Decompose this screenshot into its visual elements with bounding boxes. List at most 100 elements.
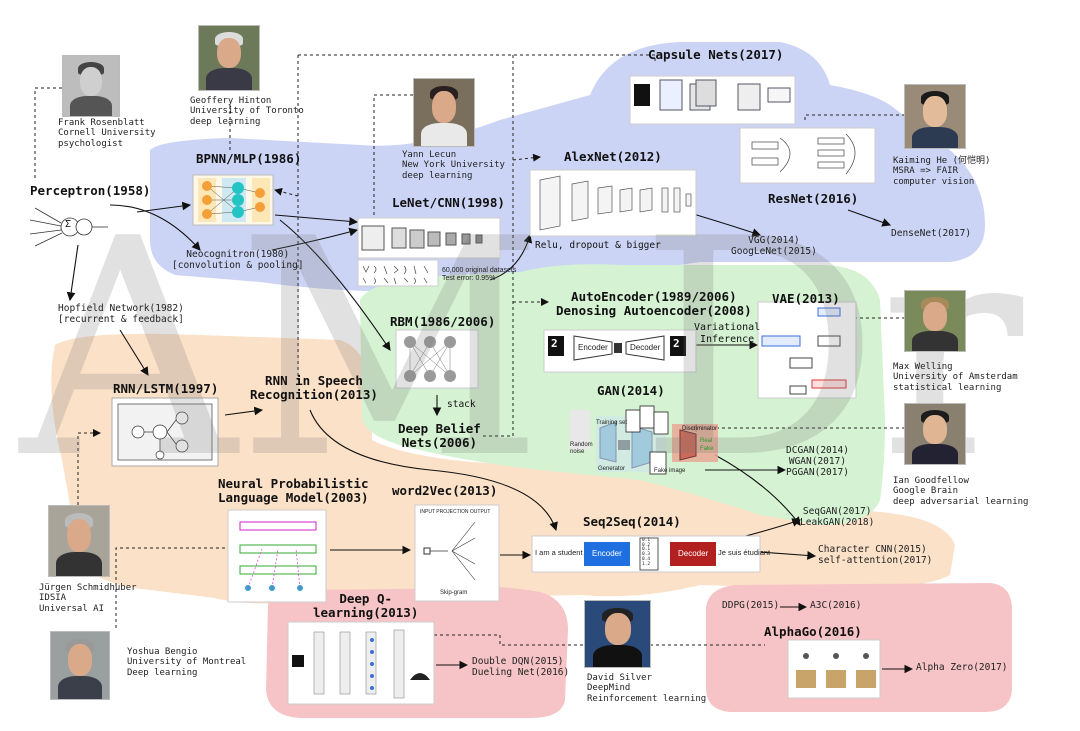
node-dbn: Deep Belief Nets(2006) bbox=[398, 421, 481, 451]
node-lenet: LeNet/CNN(1998) bbox=[392, 195, 505, 210]
region-green-unsupervised bbox=[360, 264, 885, 525]
link-he bbox=[804, 114, 905, 122]
arrow-hopfield-rnn bbox=[119, 329, 149, 376]
node-vgg: VGG(2014) GoogLeNet(2015) bbox=[731, 235, 817, 257]
node-word2vec: word2Vec(2013) bbox=[392, 483, 498, 498]
vae-figure bbox=[757, 301, 857, 399]
node-nplm: Neural Probabilistic Language Model(2003… bbox=[218, 476, 369, 506]
node-rbm: RBM(1986/2006) bbox=[390, 314, 496, 329]
gan-discriminator: Discriminator bbox=[682, 426, 718, 432]
photo-silver bbox=[584, 600, 651, 668]
arrow-rnn-speech bbox=[224, 406, 264, 416]
arrow-bpnn-lenet bbox=[274, 214, 359, 226]
node-variational: Variational Inference bbox=[694, 322, 761, 345]
watermark: AM Dr bbox=[20, 175, 1024, 524]
person-bengio: Yoshua Bengio University of Montreal Dee… bbox=[127, 647, 247, 678]
lenet-datasets: 60,000 original datasets Test error: 0.9… bbox=[442, 267, 517, 283]
node-alexnet: AlexNet(2012) bbox=[564, 149, 662, 164]
word2vec-figure bbox=[414, 504, 500, 602]
lenet-figure bbox=[357, 217, 501, 287]
ae-decoder-label: Decoder bbox=[630, 343, 661, 352]
ae-digit-out: 2 bbox=[673, 337, 680, 350]
node-bpnn: BPNN/MLP(1986) bbox=[196, 151, 302, 166]
photo-goodfellow bbox=[904, 403, 966, 465]
rbm-figure bbox=[395, 329, 479, 389]
seq-input: I am a student bbox=[535, 548, 583, 557]
arrow-seq-charcnn bbox=[759, 551, 817, 560]
person-goodfellow: Ian Goodfellow Google Brain deep adversa… bbox=[893, 476, 1029, 507]
arrow-speech-seq2seq bbox=[309, 409, 558, 532]
gan-random-noise: Random noise bbox=[570, 442, 593, 455]
gan-figure bbox=[570, 405, 718, 475]
photo-rosenblatt bbox=[62, 55, 120, 117]
person-rosenblatt: Frank Rosenblatt Cornell University psyc… bbox=[58, 118, 156, 149]
w2v-columns: INPUT PROJECTION OUTPUT bbox=[420, 509, 491, 515]
link-lecun bbox=[373, 94, 413, 215]
gan-training-set: Training set bbox=[596, 420, 628, 426]
autoencoder-figure bbox=[543, 329, 697, 373]
node-dcgan: DCGAN(2014) WGAN(2017) PGGAN(2017) bbox=[786, 445, 849, 478]
photo-schmidhuber bbox=[48, 505, 110, 577]
nplm-figure bbox=[227, 509, 327, 603]
perceptron-figure bbox=[29, 207, 108, 247]
arrow-resnet-densenet bbox=[847, 209, 892, 227]
node-neocognitron: Neocognitron(1980) [convolution & poolin… bbox=[172, 249, 304, 271]
node-seq2seq: Seq2Seq(2014) bbox=[583, 514, 681, 529]
lstm-figure bbox=[111, 397, 219, 467]
arrow-perceptron-hopfield bbox=[66, 244, 79, 302]
alexnet-figure bbox=[529, 169, 697, 237]
node-densenet: DenseNet(2017) bbox=[891, 228, 972, 239]
person-silver: David Silver DeepMind Reinforcement lear… bbox=[587, 673, 707, 704]
gan-fake-image: Fake image bbox=[654, 468, 686, 474]
node-rnn-lstm: RNN/LSTM(1997) bbox=[113, 381, 219, 396]
link-hinton-alexnet bbox=[512, 153, 541, 162]
photo-he bbox=[904, 84, 966, 149]
resnet-figure bbox=[739, 127, 876, 184]
alexnet-note: Relu, dropout & bigger bbox=[535, 240, 661, 251]
gan-real: Real bbox=[700, 438, 713, 444]
node-gan: GAN(2014) bbox=[597, 383, 665, 398]
link-schmidhuber bbox=[77, 429, 101, 505]
photo-welling bbox=[904, 290, 966, 352]
capsule-figure bbox=[629, 75, 796, 125]
person-schmidhuber: Jürgen Schmidhuber IDSIA Universal AI bbox=[39, 583, 137, 614]
arrow-bpnn-rbm bbox=[279, 219, 391, 351]
link-bpnn-hinton bbox=[274, 187, 299, 197]
link-hinton-top bbox=[298, 54, 656, 62]
node-rnn-speech: RNN in Speech Recognition(2013) bbox=[250, 373, 378, 403]
person-he: Kaiming He (何恺明) MSRA => FAIR computer v… bbox=[893, 156, 991, 187]
node-resnet: ResNet(2016) bbox=[768, 191, 859, 206]
arrow-lenet-alexnet bbox=[489, 233, 533, 281]
arrow-neocog-lenet bbox=[271, 227, 359, 251]
node-charcnn: Character CNN(2015) self-attention(2017) bbox=[818, 544, 933, 566]
node-a3c: A3C(2016) bbox=[810, 600, 862, 611]
node-autoencoder: AutoEncoder(1989/2006) Denosing Autoenco… bbox=[556, 289, 752, 319]
arrow-perceptron-neocog bbox=[109, 204, 201, 251]
link-bengio bbox=[115, 547, 240, 628]
w2v-skipgram: Skip-gram bbox=[440, 590, 468, 596]
node-capsule: Capsule Nets(2017) bbox=[648, 47, 784, 62]
link-silver-dqn bbox=[430, 634, 583, 646]
photo-lecun bbox=[413, 78, 475, 147]
node-hopfield: Hopfield Network(1982) [recurrent & feed… bbox=[58, 303, 184, 325]
link-hinton-dbn bbox=[482, 55, 514, 437]
gan-generator: Generator bbox=[598, 466, 626, 472]
bpnn-figure bbox=[192, 174, 274, 226]
node-ddpg: DDPG(2015) bbox=[722, 600, 780, 611]
perceptron-formula: Σ bbox=[65, 219, 72, 230]
person-lecun: Yann Lecun New York University deep lear… bbox=[402, 150, 505, 181]
node-deepq: Deep Q- learning(2013) bbox=[313, 591, 419, 621]
link-rosenblatt bbox=[34, 87, 62, 178]
node-vae: VAE(2013) bbox=[772, 291, 840, 306]
stack-label: stack bbox=[447, 399, 476, 410]
seq-output: Je suis étudiant bbox=[718, 548, 771, 557]
person-hinton: Geoffery Hinton University of Toronto de… bbox=[190, 96, 304, 127]
seq-vector: 0.1 0.2 0.1 0.3 0.4 1.2 bbox=[642, 538, 651, 567]
node-dqn: Double DQN(2015) Dueling Net(2016) bbox=[472, 656, 570, 678]
ae-encoder-label: Encoder bbox=[578, 343, 608, 352]
gan-fake: Fake bbox=[700, 446, 714, 452]
photo-bengio bbox=[50, 631, 110, 700]
seq-encoder-label: Encoder bbox=[592, 549, 622, 558]
node-perceptron: Perceptron(1958) bbox=[30, 183, 151, 198]
